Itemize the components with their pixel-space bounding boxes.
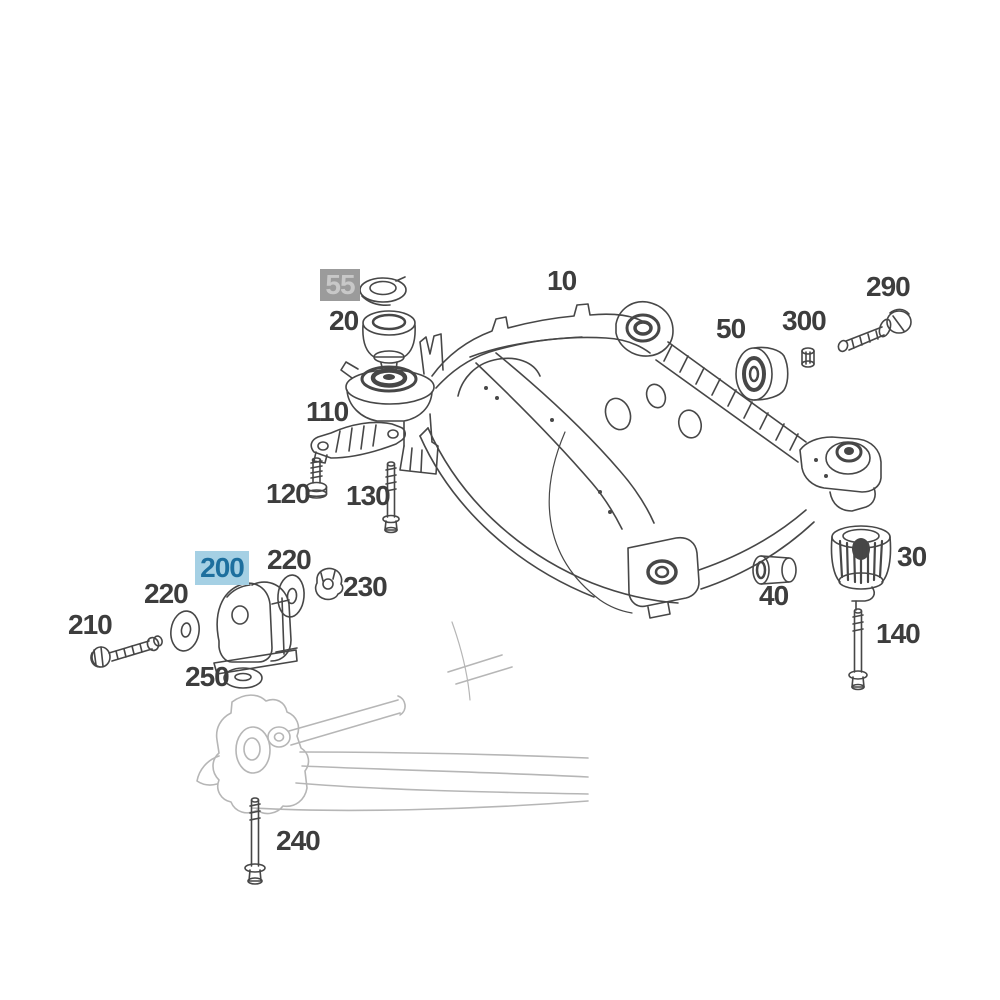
subframe-crossmember-drawing xyxy=(340,300,882,619)
part-label-290[interactable]: 290 xyxy=(866,271,911,302)
washer-drawing-220-left xyxy=(170,610,200,652)
part-label-250[interactable]: 250 xyxy=(185,661,230,692)
part-label-50[interactable]: 50 xyxy=(716,313,746,344)
bolt-drawing-120 xyxy=(305,457,328,499)
bracket-drawing-110 xyxy=(310,421,406,464)
part-label-110[interactable]: 110 xyxy=(306,396,349,427)
part-label-200[interactable]: 200 xyxy=(195,551,249,585)
bolt-drawing-210 xyxy=(90,635,163,668)
part-label-10[interactable]: 10 xyxy=(547,265,577,296)
part-label-140[interactable]: 140 xyxy=(876,618,921,649)
rubber-mount-drawing-20 xyxy=(362,310,416,372)
part-label-230[interactable]: 230 xyxy=(343,571,388,602)
bushing-drawing-50 xyxy=(735,346,789,401)
wheel-carrier-faded-drawing xyxy=(196,621,589,815)
washer-drawing-250 xyxy=(223,667,263,689)
part-label-20[interactable]: 20 xyxy=(329,305,359,336)
part-label-130[interactable]: 130 xyxy=(346,480,391,511)
part-label-30[interactable]: 30 xyxy=(897,541,927,572)
washer-drawing-220-right xyxy=(277,574,305,618)
mount-drawing-200 xyxy=(213,581,298,675)
part-label-220-right[interactable]: 220 xyxy=(267,544,312,575)
bushing-drawing-30 xyxy=(830,525,892,611)
bolt-drawing-240 xyxy=(244,797,266,885)
part-label-300[interactable]: 300 xyxy=(782,305,827,336)
bolt-drawing-130 xyxy=(382,461,400,534)
part-label-40[interactable]: 40 xyxy=(759,580,789,611)
spacer-sleeve-drawing-40 xyxy=(752,555,797,585)
bolt-drawing-140 xyxy=(848,608,868,691)
part-label-210[interactable]: 210 xyxy=(68,609,113,640)
part-label-240[interactable]: 240 xyxy=(276,825,321,856)
part-label-220-left[interactable]: 220 xyxy=(144,578,189,609)
nut-drawing-300 xyxy=(801,347,815,368)
part-label-55[interactable]: 55 xyxy=(320,269,360,301)
cap-drawing-55 xyxy=(359,276,407,306)
bolt-drawing-290 xyxy=(837,308,912,353)
part-label-120[interactable]: 120 xyxy=(266,478,311,509)
nut-drawing-230 xyxy=(314,567,344,601)
